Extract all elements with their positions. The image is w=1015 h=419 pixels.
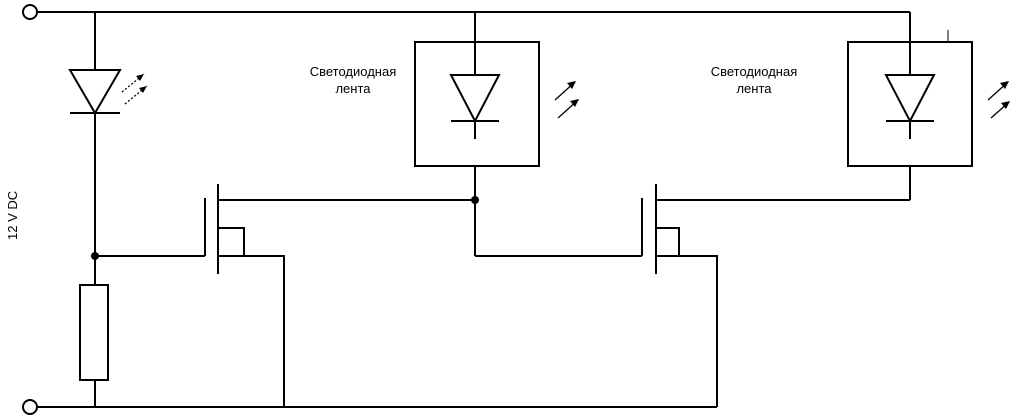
led-icon bbox=[68, 69, 122, 115]
resistor-icon bbox=[79, 284, 109, 381]
led-strip-2-label-line1: Светодиодная bbox=[711, 64, 798, 79]
led-strip-2-label-line2: лента bbox=[736, 81, 772, 96]
light-emission-arrows-icon bbox=[121, 73, 148, 105]
light-emission-arrows-icon bbox=[987, 81, 1010, 119]
led-strip-1-label-line1: Светодиодная bbox=[310, 64, 397, 79]
mosfet-icon bbox=[641, 184, 910, 407]
mosfet-icon bbox=[204, 184, 475, 407]
junction-dot-icon bbox=[471, 196, 479, 204]
supply-label: 12 V DC bbox=[5, 191, 20, 240]
led-strip-1-label-line2: лента bbox=[335, 81, 371, 96]
terminal-bottom-icon bbox=[22, 399, 38, 415]
indicator-led-branch bbox=[68, 12, 148, 407]
terminal-top-icon bbox=[22, 4, 38, 20]
led-strip-1 bbox=[414, 12, 579, 256]
led-strip-2 bbox=[847, 12, 1010, 200]
light-emission-arrows-icon bbox=[554, 81, 579, 119]
